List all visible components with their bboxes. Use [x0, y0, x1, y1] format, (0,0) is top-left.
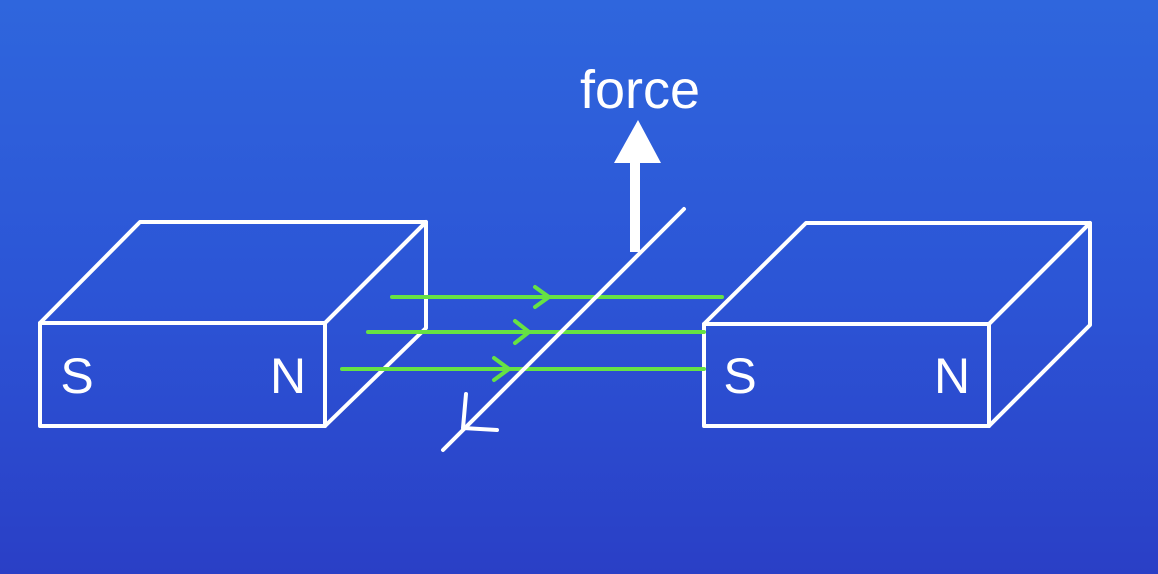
force-arrow-shaft	[630, 160, 640, 252]
right-magnet	[702, 221, 1092, 428]
magnetic-field-lines	[340, 285, 724, 382]
wire-line	[441, 207, 686, 452]
right-magnet-side-face	[987, 221, 1092, 428]
force-arrow	[614, 120, 661, 252]
current-direction-arrow-icon	[461, 392, 499, 432]
right-magnet-n-label: N	[934, 348, 970, 404]
force-label: force	[580, 60, 700, 120]
right-magnet-s-label: S	[723, 348, 756, 404]
left-magnet-s-label: S	[60, 348, 93, 404]
field-line-bottom-arrow-icon	[492, 356, 511, 382]
field-line-top-arrow-icon	[533, 285, 551, 309]
left-magnet-n-label: N	[270, 348, 306, 404]
left-magnet-side-face	[323, 220, 428, 428]
field-line-middle-arrow-icon	[513, 319, 531, 345]
right-magnet-top-face	[702, 221, 1092, 326]
force-arrow-head-icon	[614, 120, 661, 163]
conductor-wire	[441, 207, 686, 452]
left-magnet-top-face	[38, 220, 428, 325]
left-magnet	[38, 220, 428, 428]
